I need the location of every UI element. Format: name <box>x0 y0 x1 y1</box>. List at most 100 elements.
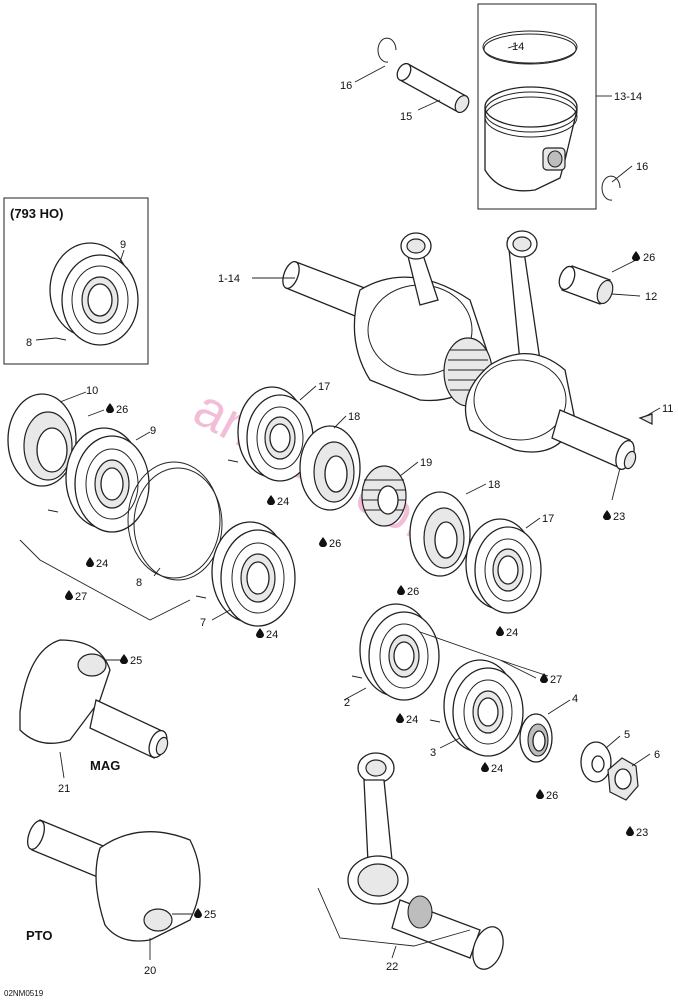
drop-icon <box>65 590 73 600</box>
drop-icon <box>256 628 264 638</box>
crankshaft-assembly <box>282 230 637 471</box>
lubricant-drop-markers <box>65 251 640 918</box>
bracket-27-right <box>419 631 549 679</box>
callout: 27 <box>75 591 87 603</box>
callout: 23 <box>636 827 648 839</box>
callout: 24 <box>491 763 503 775</box>
oil-seal-4 <box>519 713 553 763</box>
retaining-ring <box>127 461 223 581</box>
drop-icon <box>540 673 548 683</box>
drop-icon <box>496 626 504 636</box>
drop-icon <box>106 403 114 413</box>
piston-ring <box>482 30 578 65</box>
drop-icon <box>267 495 275 505</box>
callout: 23 <box>613 511 625 523</box>
callout: 8 <box>26 337 32 349</box>
callout: 8 <box>136 577 142 589</box>
ball-bearing-17a <box>237 386 314 482</box>
callout: 26 <box>407 586 419 598</box>
callout: 17 <box>542 513 554 525</box>
drop-icon <box>536 789 544 799</box>
ball-bearing-17b <box>465 518 542 614</box>
inset-bearing <box>49 242 139 346</box>
callout: 9 <box>150 425 156 437</box>
drop-icon <box>481 762 489 772</box>
callout: 24 <box>406 714 418 726</box>
oil-seal-left <box>7 393 77 487</box>
callout: 13-14 <box>614 91 642 103</box>
callout: 25 <box>204 909 216 921</box>
callout: 6 <box>654 749 660 761</box>
nut <box>607 757 639 801</box>
crankshaft-half-mag <box>19 639 169 759</box>
callout: 19 <box>420 457 432 469</box>
circlip-left <box>377 37 397 63</box>
callout: 16 <box>636 161 648 173</box>
callout: 18 <box>348 411 360 423</box>
callout: 26 <box>116 404 128 416</box>
callout: 18 <box>488 479 500 491</box>
callout: 7 <box>200 617 206 629</box>
drop-icon <box>86 557 94 567</box>
drop-icon <box>396 713 404 723</box>
labyrinth-seal-18a <box>299 425 361 511</box>
drop-icon <box>632 251 640 261</box>
dowel-pin-2 <box>351 675 363 679</box>
drop-icon <box>397 585 405 595</box>
callout: 25 <box>130 655 142 667</box>
needle-bearing <box>558 265 614 305</box>
callout-labels: 14 16 15 13-14 16 9 8 1-14 26 12 11 10 2… <box>26 41 673 977</box>
drop-icon <box>319 537 327 547</box>
pto-label: PTO <box>26 928 53 943</box>
circlip-right <box>601 175 621 201</box>
drop-icon <box>603 510 611 520</box>
bracket-27 <box>19 539 191 621</box>
callout: 16 <box>340 80 352 92</box>
callout: 21 <box>58 783 70 795</box>
callout: 10 <box>86 385 98 397</box>
callout: 26 <box>329 538 341 550</box>
washer <box>580 741 612 783</box>
drive-gear <box>361 465 407 527</box>
piston <box>484 86 578 192</box>
callout: 24 <box>506 627 518 639</box>
crankshaft-half-pto <box>27 819 201 942</box>
dowel-pin-3 <box>429 719 441 723</box>
callout: 12 <box>645 291 657 303</box>
diagram-code: 02NM0519 <box>4 989 44 998</box>
callout: 15 <box>400 111 412 123</box>
callout: 11 <box>662 403 673 415</box>
callout: 17 <box>318 381 330 393</box>
callout: 4 <box>572 693 578 705</box>
callout: 27 <box>550 674 562 686</box>
dowel-pin-left <box>47 509 59 513</box>
callout: 2 <box>344 697 350 709</box>
dowel-pin-7 <box>195 595 207 599</box>
callout: 26 <box>643 252 655 264</box>
mag-label: MAG <box>90 758 120 773</box>
drop-icon <box>120 654 128 664</box>
bracket-22 <box>317 887 471 947</box>
wrist-pin <box>396 62 470 114</box>
callout: 14 <box>512 41 524 53</box>
ball-bearing-2 <box>359 603 440 701</box>
ball-bearing-3 <box>443 659 524 757</box>
callout: 5 <box>624 729 630 741</box>
callout: 26 <box>546 790 558 802</box>
callout: 1-14 <box>218 273 240 285</box>
piston-group-frame <box>477 3 597 210</box>
leader-lines <box>35 44 661 960</box>
dowel-pin-17a <box>227 459 239 463</box>
drop-icon <box>626 826 634 836</box>
connecting-rod-assembly <box>347 752 504 970</box>
callout: 20 <box>144 965 156 977</box>
callout: 24 <box>277 496 289 508</box>
callout: 3 <box>430 747 436 759</box>
ball-bearing-left <box>65 427 150 533</box>
ball-bearing-7 <box>211 521 296 627</box>
labyrinth-seal-18b <box>409 491 471 577</box>
inset-title: (793 HO) <box>10 206 63 221</box>
inset-pin <box>55 337 67 341</box>
callout: 9 <box>120 239 126 251</box>
